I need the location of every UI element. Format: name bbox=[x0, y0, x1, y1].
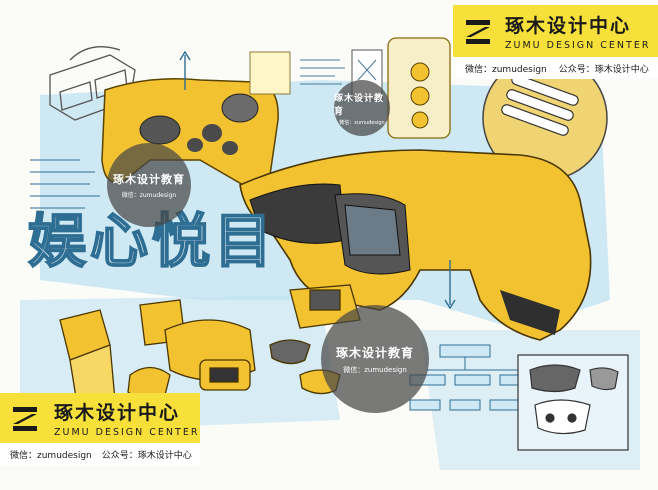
official-account: 公众号：琢木设计中心 bbox=[101, 450, 192, 461]
annotation-arrows bbox=[179, 50, 456, 310]
wechat-id: 微信：zumudesign bbox=[10, 450, 92, 461]
brand-name-cn: 琢木设计中心 bbox=[54, 402, 181, 424]
brand-badge-bottom: 琢木设计中心 ZUMU DESIGN CENTER 微信：zumudesign … bbox=[0, 393, 200, 465]
watermark-subtitle: 微信：zumudesign bbox=[121, 192, 177, 199]
wechat-id: 微信：zumudesign bbox=[465, 64, 547, 75]
brand-contact: 微信：zumudesign 公众号：琢木设计中心 bbox=[0, 443, 200, 465]
watermark-title: 琢木设计教育 bbox=[113, 173, 185, 186]
watermark-title: 琢木设计教育 bbox=[334, 93, 385, 117]
brand-name-en: ZUMU DESIGN CENTER bbox=[54, 427, 200, 438]
watermark-circle: 琢木设计教育 微信：zumudesign bbox=[107, 143, 191, 227]
brand-header: 琢木设计中心 ZUMU DESIGN CENTER bbox=[0, 393, 200, 443]
brand-name-en: ZUMU DESIGN CENTER bbox=[505, 40, 651, 51]
official-account: 公众号：琢木设计中心 bbox=[558, 64, 649, 75]
watermark-circle: 琢木设计教育 微信：zumudesign bbox=[334, 80, 390, 136]
controller-views-sketch bbox=[517, 354, 629, 451]
phone-ui-sketch bbox=[387, 37, 451, 139]
brand-badge-top: 琢木设计中心 ZUMU DESIGN CENTER 微信：zumudesign … bbox=[453, 5, 658, 79]
watermark-title: 琢木设计教育 bbox=[335, 345, 414, 360]
brand-name-cn: 琢木设计中心 bbox=[505, 15, 632, 37]
design-notes-left bbox=[30, 159, 100, 209]
zumu-logo-icon bbox=[8, 401, 42, 435]
brand-contact: 微信：zumudesign 公众号：琢木设计中心 bbox=[453, 57, 658, 79]
watermark-subtitle: 微信：zumudesign bbox=[343, 365, 407, 374]
watermark-subtitle: 微信：zumudesign bbox=[339, 119, 385, 126]
watermark-circle: 琢木设计教育 微信：zumudesign bbox=[321, 305, 429, 413]
zumu-logo-icon bbox=[461, 14, 495, 48]
brand-header: 琢木设计中心 ZUMU DESIGN CENTER bbox=[453, 5, 658, 57]
